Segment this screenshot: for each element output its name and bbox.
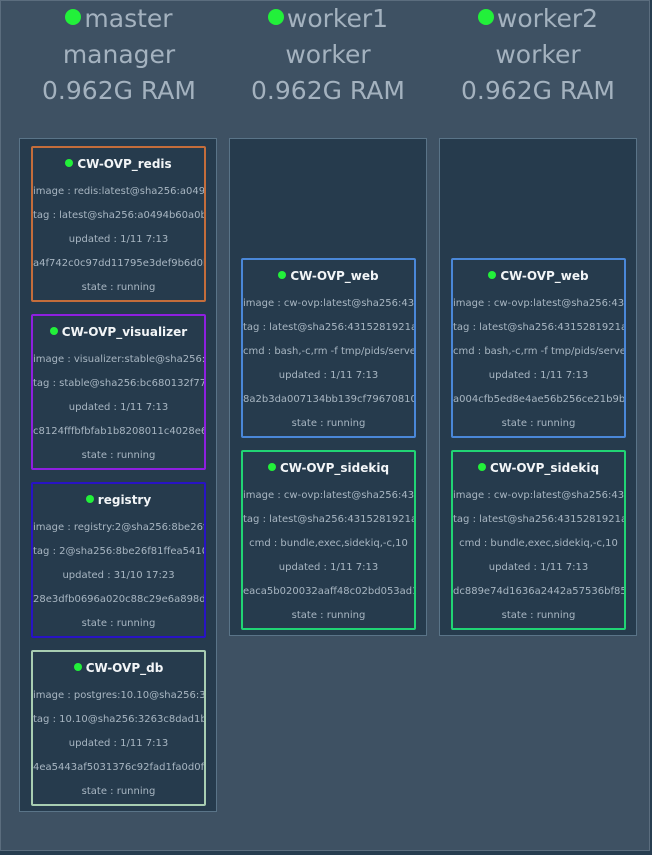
service-title: CW-OVP_db [33,652,204,684]
service-image: image : postgres:10.10@sha256:3263c8dad1… [33,690,204,701]
service-card[interactable]: CW-OVP_sidekiq image : cw-ovp:latest@sha… [451,450,626,630]
service-name: CW-OVP_sidekiq [489,461,600,475]
status-dot [278,271,287,279]
node-name: worker2 [496,4,599,33]
service-cmd: cmd : bash,-c,rm -f tmp/pids/server.pid [453,346,624,357]
service-card[interactable]: CW-OVP_web image : cw-ovp:latest@sha256:… [451,258,626,438]
service-image: image : cw-ovp:latest@sha256:4315281921a… [243,298,414,309]
service-state: state : running [81,450,156,461]
service-state: state : running [81,282,156,293]
service-state: state : running [501,610,576,621]
service-card[interactable]: CW-OVP_web image : cw-ovp:latest@sha256:… [241,258,416,438]
service-updated: updated : 1/11 7:13 [68,738,169,749]
service-title: CW-OVP_redis [33,148,204,180]
service-id: eaca5b020032aaff48c02bd053ad1170 [243,586,414,597]
service-card[interactable]: registry image : registry:2@sha256:8be26… [31,482,206,638]
service-id: a004cfb5ed8e4ae56b256ce21b9b6623 [453,394,624,405]
node-column-master: CW-OVP_redis image : redis:latest@sha256… [19,138,217,812]
service-cmd: cmd : bundle,exec,sidekiq,-c,10 [459,538,618,549]
service-state: state : running [81,786,156,797]
service-image: image : cw-ovp:latest@sha256:4315281921a… [453,490,624,501]
node-column-worker1: CW-OVP_web image : cw-ovp:latest@sha256:… [229,138,427,636]
service-name: registry [97,493,152,507]
status-dot [267,463,276,471]
service-tag: tag : 2@sha256:8be26f81ffea54106b [33,546,204,557]
service-name: CW-OVP_redis [77,157,172,171]
status-dot [73,663,82,671]
service-name: CW-OVP_web [290,269,379,283]
service-tag: tag : latest@sha256:4315281921abe [243,322,414,333]
service-image: image : redis:latest@sha256:a0494b60a0bc… [33,186,204,197]
service-image: image : cw-ovp:latest@sha256:4315281921a… [453,298,624,309]
service-title: registry [33,484,204,516]
node-header-worker1: worker1 worker 0.962G RAM [230,1,426,109]
service-id: c8124fffbfbfab1b8208011c4028e6eb [33,426,204,437]
service-image: image : cw-ovp:latest@sha256:4315281921a… [243,490,414,501]
service-tag: tag : 10.10@sha256:3263c8dad1b5a [33,714,204,725]
status-dot [488,271,497,279]
node-name: master [84,4,173,33]
service-tag: tag : latest@sha256:4315281921abe [243,514,414,525]
service-name: CW-OVP_db [85,661,164,675]
service-title: CW-OVP_sidekiq [243,452,414,484]
service-id: a4f742c0c97dd11795e3def9b6d0b5a0 [33,258,204,269]
node-ram: 0.962G RAM [251,76,405,105]
node-status-dot [65,9,82,25]
node-role: worker [495,40,581,69]
service-tag: tag : latest@sha256:a0494b60a0bc6de161d2… [33,210,204,221]
node-status-dot [477,9,494,25]
service-updated: updated : 1/11 7:13 [68,234,169,245]
status-dot [85,495,94,503]
service-id: dc889e74d1636a2442a57536bf858612 [453,586,624,597]
service-name: CW-OVP_sidekiq [279,461,390,475]
service-cmd: cmd : bundle,exec,sidekiq,-c,10 [249,538,408,549]
service-card[interactable]: CW-OVP_db image : postgres:10.10@sha256:… [31,650,206,806]
node-role: manager [62,40,176,69]
service-id: 8a2b3da007134bb139cf7967081047c4 [243,394,414,405]
node-ram: 0.962G RAM [42,76,196,105]
node-column-worker2: CW-OVP_web image : cw-ovp:latest@sha256:… [439,138,637,636]
service-id: 28e3dfb0696a020c88c29e6a898d21a4 [33,594,204,605]
service-tag: tag : stable@sha256:bc680132f772cb44 [33,378,204,389]
service-tag: tag : latest@sha256:4315281921abe [453,322,624,333]
node-ram: 0.962G RAM [461,76,615,105]
service-updated: updated : 1/11 7:13 [488,562,589,573]
service-updated: updated : 1/11 7:13 [488,370,589,381]
service-updated: updated : 1/11 7:13 [68,402,169,413]
node-name: worker1 [286,4,389,33]
service-id: 4ea5443af5031376c92fad1fa0d0f16a [33,762,204,773]
node-header-master: master manager 0.962G RAM [21,1,217,109]
service-state: state : running [291,610,366,621]
service-updated: updated : 1/11 7:13 [278,562,379,573]
service-image: image : visualizer:stable@sha256:bc68013… [33,354,204,365]
service-state: state : running [501,418,576,429]
service-tag: tag : latest@sha256:4315281921abe [453,514,624,525]
service-title: CW-OVP_sidekiq [453,452,624,484]
node-status-dot [267,9,284,25]
service-title: CW-OVP_visualizer [33,316,204,348]
status-dot [477,463,486,471]
service-card[interactable]: CW-OVP_redis image : redis:latest@sha256… [31,146,206,302]
service-state: state : running [291,418,366,429]
node-role: worker [285,40,371,69]
status-dot [49,327,58,335]
service-state: state : running [81,618,156,629]
service-updated: updated : 1/11 7:13 [278,370,379,381]
node-header-worker2: worker2 worker 0.962G RAM [440,1,636,109]
service-image: image : registry:2@sha256:8be26f81ffea54… [33,522,204,533]
service-name: CW-OVP_web [500,269,589,283]
service-title: CW-OVP_web [243,260,414,292]
service-card[interactable]: CW-OVP_sidekiq image : cw-ovp:latest@sha… [241,450,416,630]
service-name: CW-OVP_visualizer [61,325,188,339]
status-dot [65,159,74,167]
service-updated: updated : 31/10 17:23 [62,570,175,581]
service-title: CW-OVP_web [453,260,624,292]
service-card[interactable]: CW-OVP_visualizer image : visualizer:sta… [31,314,206,470]
service-cmd: cmd : bash,-c,rm -f tmp/pids/server.pid [243,346,414,357]
